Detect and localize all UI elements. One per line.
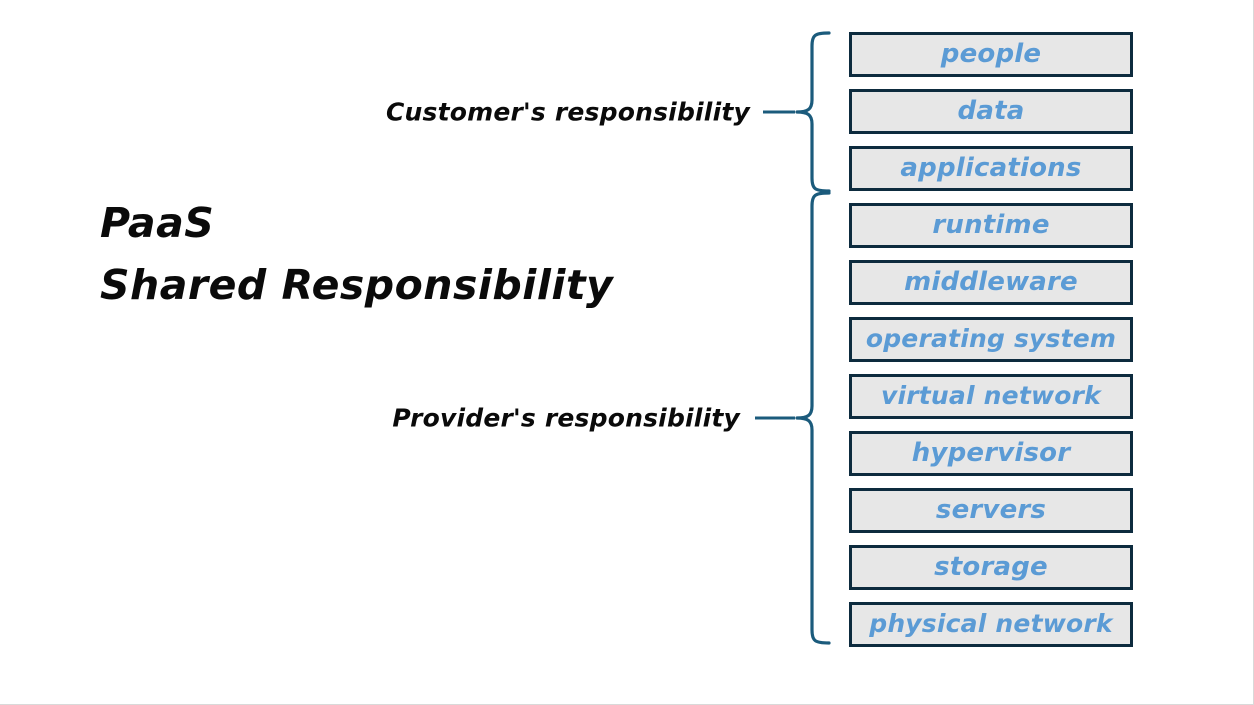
layer-label-servers: servers	[935, 494, 1047, 525]
layer-label-virtual-network: virtual network	[880, 381, 1102, 410]
page-title: PaaS Shared Responsibility	[100, 192, 614, 316]
layer-box-storage[interactable]: storage	[849, 545, 1133, 590]
layer-label-applications: applications	[900, 152, 1082, 183]
title-line-1: PaaS	[100, 199, 215, 247]
layer-label-middleware: middleware	[904, 266, 1078, 297]
layer-box-runtime[interactable]: runtime	[849, 203, 1133, 248]
layer-label-operating-system: operating system	[865, 324, 1117, 353]
layer-label-data: data	[957, 95, 1025, 126]
layer-box-servers[interactable]: servers	[849, 488, 1133, 533]
responsibility-layer-stack: people data applications runtime middlew…	[849, 32, 1133, 647]
customer-curly-brace-icon	[793, 30, 833, 194]
layer-box-applications[interactable]: applications	[849, 146, 1133, 191]
layer-box-operating-system[interactable]: operating system	[849, 317, 1133, 362]
layer-box-hypervisor[interactable]: hypervisor	[849, 431, 1133, 476]
layer-label-people: people	[940, 38, 1042, 69]
provider-responsibility-label: Provider's responsibility	[392, 403, 740, 433]
provider-connector-line	[755, 416, 795, 420]
customer-connector-line	[763, 110, 795, 114]
customer-responsibility-label: Customer's responsibility	[385, 97, 750, 127]
layer-label-runtime: runtime	[932, 209, 1050, 240]
layer-box-middleware[interactable]: middleware	[849, 260, 1133, 305]
layer-label-physical-network: physical network	[869, 609, 1113, 638]
title-line-2: Shared Responsibility	[100, 261, 614, 309]
layer-box-people[interactable]: people	[849, 32, 1133, 77]
layer-label-hypervisor: hypervisor	[911, 437, 1071, 468]
layer-box-virtual-network[interactable]: virtual network	[849, 374, 1133, 419]
layer-label-storage: storage	[934, 551, 1048, 582]
layer-box-physical-network[interactable]: physical network	[849, 602, 1133, 647]
layer-box-data[interactable]: data	[849, 89, 1133, 134]
provider-curly-brace-icon	[793, 190, 833, 646]
